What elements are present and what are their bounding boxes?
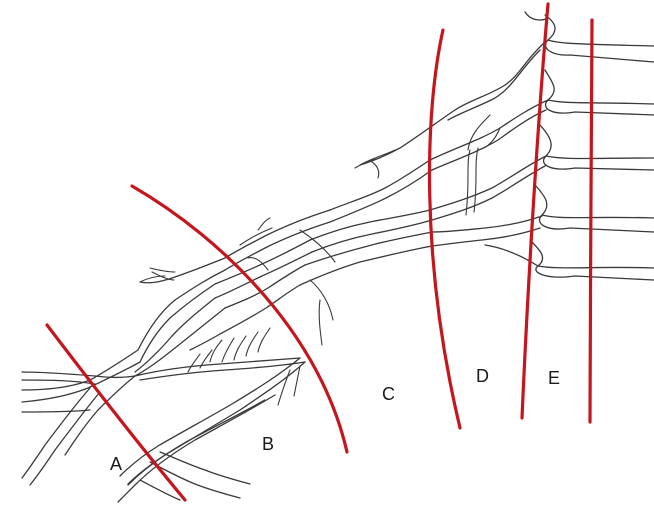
cut-line-right bbox=[588, 18, 594, 424]
label-e: E bbox=[548, 368, 561, 388]
label-d: D bbox=[476, 366, 489, 386]
trunks-divisions bbox=[299, 109, 501, 286]
label-c: C bbox=[382, 384, 395, 404]
label-a: A bbox=[110, 454, 123, 474]
cords bbox=[214, 209, 336, 346]
cut-line-b bbox=[130, 184, 349, 454]
cut-line-e bbox=[520, 2, 550, 420]
distal-nerves bbox=[21, 349, 306, 503]
label-b: B bbox=[262, 434, 275, 454]
terminal-branches bbox=[134, 257, 306, 406]
cut-line-a bbox=[45, 323, 187, 502]
cut-line-d bbox=[427, 28, 462, 430]
cut-lines bbox=[45, 2, 594, 502]
